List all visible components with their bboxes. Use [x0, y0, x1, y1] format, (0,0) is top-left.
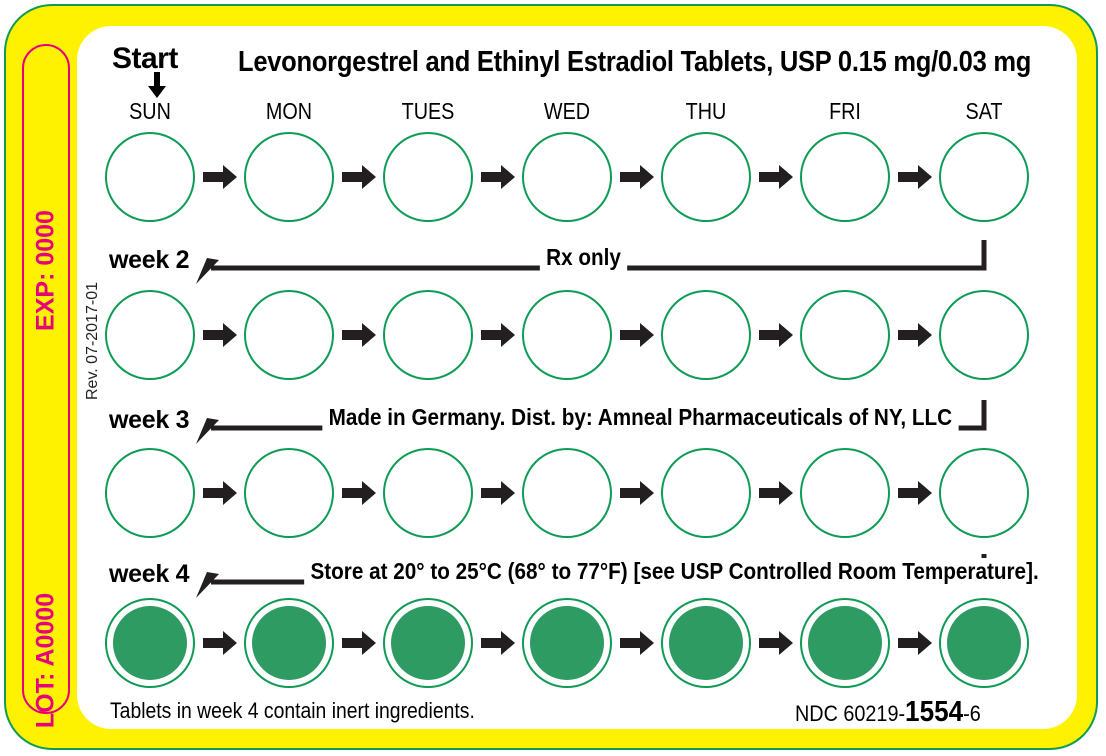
pill-week2-fri[interactable]: [800, 290, 890, 380]
ndc-code-block: NDC 60219-1554-6: [795, 696, 981, 729]
pill-week4-thu[interactable]: [661, 598, 751, 688]
arrow-right-icon: [759, 631, 793, 655]
pill-week2-wed[interactable]: [522, 290, 612, 380]
pill-week3-mon[interactable]: [244, 448, 334, 538]
arrow-right-icon: [203, 323, 237, 347]
arrow-right-icon: [898, 323, 932, 347]
pill-week4-sun[interactable]: [105, 598, 195, 688]
arrow-right-icon: [203, 165, 237, 189]
page-title: Levonorgestrel and Ethinyl Estradiol Tab…: [238, 46, 1032, 78]
pill-week2-thu[interactable]: [661, 290, 751, 380]
week-note-storage: Store at 20° to 25°C (68° to 77°F) [see …: [304, 558, 1046, 585]
pill-week2-sat[interactable]: [939, 290, 1029, 380]
day-header-sun: SUN: [129, 98, 171, 124]
arrow-right-icon: [203, 631, 237, 655]
day-header-wed: WED: [543, 98, 591, 124]
pill-week3-sun[interactable]: [105, 448, 195, 538]
arrow-right-icon: [898, 165, 932, 189]
arrow-right-icon: [342, 165, 376, 189]
arrow-right-icon: [759, 323, 793, 347]
start-label: Start: [112, 42, 178, 75]
lot-text: LOT: A0000: [31, 592, 60, 729]
week-note-rx-only: Rx only: [539, 244, 628, 271]
arrow-right-icon: [342, 481, 376, 505]
day-header-thu: THU: [685, 98, 727, 124]
exp-lot-strip: EXP: 0000 LOT: A0000: [22, 44, 70, 728]
pill-week1-thu[interactable]: [661, 132, 751, 222]
blister-row-week-1: [95, 132, 1070, 228]
week-band-2: week 2 Rx only: [95, 238, 1070, 288]
week-label-2: week 2: [109, 246, 190, 274]
day-header-tues: TUES: [401, 98, 455, 124]
pill-week1-sat[interactable]: [939, 132, 1029, 222]
pill-week1-sun[interactable]: [105, 132, 195, 222]
week-band-connector-2: [196, 240, 987, 284]
arrow-right-icon: [481, 631, 515, 655]
arrow-right-icon: [481, 481, 515, 505]
pill-week3-sat[interactable]: [939, 448, 1029, 538]
blister-row-week-2: [95, 290, 1070, 386]
arrow-right-icon: [620, 481, 654, 505]
ndc-product-code: 1554: [905, 696, 964, 728]
pill-week4-mon[interactable]: [244, 598, 334, 688]
arrow-right-icon: [620, 631, 654, 655]
pill-week1-mon[interactable]: [244, 132, 334, 222]
pill-week1-wed[interactable]: [522, 132, 612, 222]
pill-week3-wed[interactable]: [522, 448, 612, 538]
pill-week2-tues[interactable]: [383, 290, 473, 380]
pill-week2-mon[interactable]: [244, 290, 334, 380]
day-header-fri: FRI: [829, 98, 861, 124]
arrow-right-icon: [898, 481, 932, 505]
arrow-right-icon: [759, 481, 793, 505]
pill-week4-tues[interactable]: [383, 598, 473, 688]
ndc-suffix: -6: [963, 701, 981, 726]
arrow-right-icon: [620, 165, 654, 189]
pill-week1-fri[interactable]: [800, 132, 890, 222]
day-header-sat: SAT: [965, 98, 1003, 124]
arrow-right-icon: [342, 631, 376, 655]
blister-row-week-4: [95, 598, 1070, 694]
blister-row-week-3: [95, 448, 1070, 544]
exp-text: EXP: 0000: [31, 210, 60, 331]
pill-week2-sun[interactable]: [105, 290, 195, 380]
pill-week4-fri[interactable]: [800, 598, 890, 688]
day-header-mon: MON: [265, 98, 313, 124]
week-label-3: week 3: [109, 406, 190, 434]
day-header-row: SUN MON TUES WED THU FRI SAT: [95, 98, 1070, 124]
pill-week3-fri[interactable]: [800, 448, 890, 538]
pill-week4-sat[interactable]: [939, 598, 1029, 688]
arrow-right-icon: [898, 631, 932, 655]
arrow-right-icon: [342, 323, 376, 347]
week-label-4: week 4: [109, 560, 190, 588]
arrow-right-icon: [481, 323, 515, 347]
pill-week1-tues[interactable]: [383, 132, 473, 222]
footer-inert-note: Tablets in week 4 contain inert ingredie…: [110, 698, 475, 723]
week-note-manufacturer: Made in Germany. Dist. by: Amneal Pharma…: [322, 404, 959, 431]
arrow-right-icon: [759, 165, 793, 189]
arrow-right-icon: [203, 481, 237, 505]
pill-week3-thu[interactable]: [661, 448, 751, 538]
arrow-right-icon: [481, 165, 515, 189]
pill-week4-wed[interactable]: [522, 598, 612, 688]
week-band-3: week 3 Made in Germany. Dist. by: Amneal…: [95, 398, 1070, 448]
arrow-down-icon: [148, 72, 166, 98]
pill-week3-tues[interactable]: [383, 448, 473, 538]
week-band-4: week 4 Store at 20° to 25°C (68° to 77°F…: [95, 552, 1070, 602]
arrow-right-icon: [620, 323, 654, 347]
ndc-prefix: NDC 60219-: [795, 701, 906, 726]
